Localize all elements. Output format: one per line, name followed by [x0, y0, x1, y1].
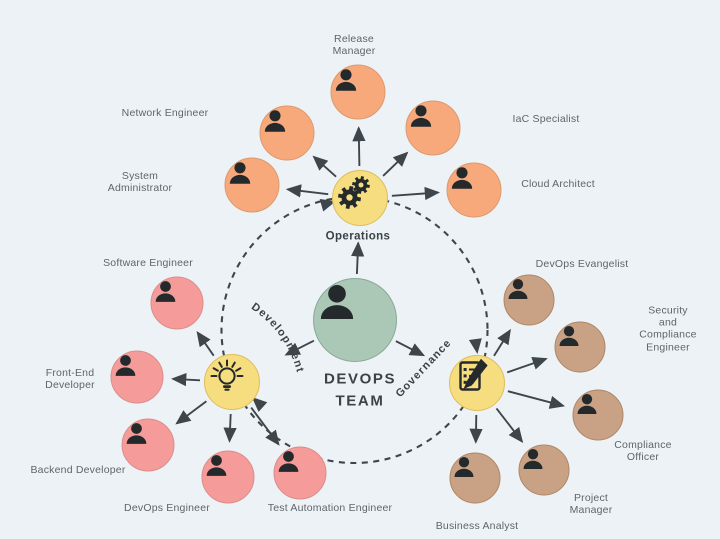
- arrow-governance-to-security-compliance-engineer: [506, 356, 548, 374]
- arrow-governance-to-project-manager: [495, 407, 524, 444]
- person-icon: [229, 162, 251, 184]
- person-icon: [523, 448, 543, 470]
- arrow-operations-to-system-administrator: [285, 184, 329, 198]
- role-node-front-end-developer: [110, 350, 164, 404]
- hub-label-development: Development: [249, 301, 306, 375]
- role-label-backend-developer: Backend Developer: [30, 463, 126, 476]
- role-label-software-engineer: Software Engineer: [103, 256, 193, 269]
- role-node-compliance-officer: [572, 389, 624, 441]
- role-label-release-manager: Release Manager: [332, 32, 376, 57]
- role-node-backend-developer: [121, 418, 175, 472]
- role-node-iac-specialist: [405, 100, 461, 156]
- role-label-business-analyst: Business Analyst: [435, 519, 519, 532]
- person-icon: [206, 455, 227, 476]
- role-node-devops-evangelist: [503, 274, 555, 326]
- arrow-development-to-front-end-developer: [171, 372, 201, 387]
- person-icon: [278, 451, 299, 472]
- role-node-project-manager: [518, 444, 570, 496]
- person-icon: [264, 110, 286, 132]
- hub-label-operations: Operations: [325, 230, 391, 243]
- role-label-iac-specialist: IaC Specialist: [512, 112, 580, 125]
- role-node-devops-engineer: [201, 450, 255, 504]
- role-node-network-engineer: [259, 105, 315, 161]
- person-icon: [559, 325, 579, 347]
- role-label-devops-evangelist: DevOps Evangelist: [535, 257, 629, 270]
- person-icon: [508, 278, 528, 300]
- arrow-center-to-governance: [395, 340, 426, 357]
- person-icon: [155, 281, 176, 302]
- role-node-test-automation-engineer: [273, 446, 327, 500]
- role-label-network-engineer: Network Engineer: [121, 106, 209, 119]
- arrow-development-to-software-engineer: [196, 330, 215, 357]
- arrow-development-to-test-automation-engineer: [250, 407, 280, 446]
- role-node-cloud-architect: [446, 162, 502, 218]
- role-node-security-compliance-engineer: [554, 321, 606, 373]
- role-label-security-compliance-engineer: Security and Compliance Engineer: [639, 304, 697, 354]
- arrow-center-to-operations: [350, 241, 365, 275]
- role-node-system-administrator: [224, 157, 280, 213]
- role-node-release-manager: [330, 64, 386, 120]
- arrow-development-to-devops-engineer: [223, 413, 237, 443]
- role-label-test-automation-engineer: Test Automation Engineer: [267, 501, 393, 514]
- person-icon: [115, 355, 136, 376]
- hub-node-operations: [332, 170, 388, 226]
- person-icon: [320, 284, 354, 320]
- role-label-cloud-architect: Cloud Architect: [521, 177, 595, 190]
- hub-node-development: [204, 354, 260, 410]
- center-label-devops-team: DEVOPS TEAM: [323, 370, 397, 409]
- person-icon: [454, 456, 474, 478]
- person-icon: [410, 105, 432, 127]
- ring-flow-arrowhead: [468, 338, 482, 354]
- arrow-operations-to-iac-specialist: [382, 151, 409, 177]
- role-node-software-engineer: [150, 276, 204, 330]
- ring-flow-arrowhead: [319, 199, 336, 212]
- hub-node-governance: [449, 355, 505, 411]
- lightbulb-icon: [210, 359, 244, 391]
- role-label-project-manager: Project Manager: [569, 491, 613, 516]
- hub-label-governance: Governance: [394, 337, 455, 400]
- person-icon: [335, 69, 357, 91]
- arrow-operations-to-release-manager: [352, 126, 366, 167]
- checklist-pencil-icon: [459, 359, 488, 391]
- role-label-devops-engineer: DevOps Engineer: [124, 501, 210, 514]
- center-node-devops-team: [313, 278, 397, 362]
- arrow-development-to-backend-developer: [175, 400, 207, 425]
- arrow-governance-to-devops-evangelist: [493, 328, 511, 357]
- role-label-compliance-officer: Compliance Officer: [614, 438, 672, 463]
- person-icon: [451, 167, 473, 189]
- person-icon: [577, 393, 597, 415]
- arrow-operations-to-cloud-architect: [391, 186, 440, 201]
- arrow-center-to-development: [284, 339, 315, 356]
- gears-icon: [337, 176, 370, 210]
- ring-flow-arrowhead: [251, 396, 268, 412]
- role-label-front-end-developer: Front-End Developer: [45, 366, 95, 391]
- arrow-operations-to-network-engineer: [312, 155, 337, 178]
- role-label-system-administrator: System Administrator: [107, 169, 173, 194]
- role-node-business-analyst: [449, 452, 501, 504]
- arrow-governance-to-business-analyst: [469, 414, 483, 444]
- person-icon: [126, 423, 147, 444]
- arrow-governance-to-compliance-officer: [507, 390, 566, 409]
